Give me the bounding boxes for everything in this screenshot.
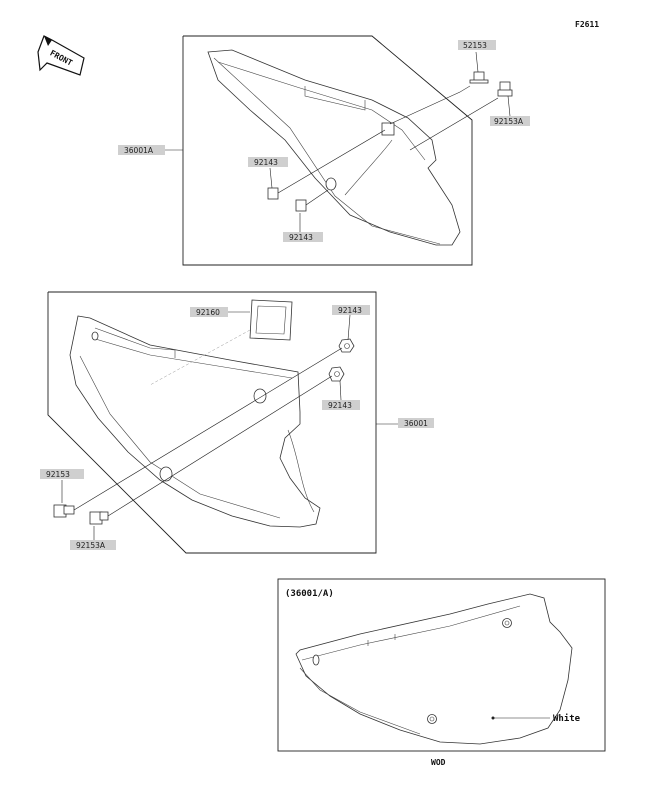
collar-92143-b [295, 199, 307, 212]
frame-36001 [47, 291, 377, 554]
label-92143-b: 92143 [289, 233, 313, 242]
label-92153: 92153 [46, 470, 70, 479]
label-box-92160 [190, 307, 228, 317]
side-cover-36001A [207, 49, 461, 246]
label-92143-a: 92143 [254, 158, 278, 167]
label-92143-c: 92143 [338, 306, 362, 315]
label-box-92143-b [283, 232, 323, 242]
label-box-92143-c [332, 305, 370, 315]
label-box-52153 [458, 40, 496, 50]
label-box-36001 [398, 418, 434, 428]
label-box-92143-a [248, 157, 288, 167]
label-52153: 52153 [463, 41, 487, 50]
label-36001A: 36001A [124, 146, 154, 155]
inset-caption: WOD [431, 758, 446, 767]
label-92153A-top: 92153A [494, 117, 524, 126]
label-36001: 36001 [404, 419, 428, 428]
collar-92143-d [328, 366, 345, 382]
label-box-92143-d [322, 400, 360, 410]
inset-callout-white: White [553, 713, 581, 724]
figure-code: F2611 [575, 20, 599, 29]
bolt-92153A-bot [89, 511, 109, 525]
frame-36001A [182, 35, 473, 266]
label-92153A-bot: 92153A [76, 541, 106, 550]
label-box-92153 [40, 469, 84, 479]
bolt-92153A-top [497, 81, 513, 97]
front-arrow-icon: FRONT [37, 35, 85, 76]
inset-header: (36001/A) [285, 589, 334, 599]
label-box-36001A [118, 145, 165, 155]
label-92160: 92160 [196, 308, 220, 317]
label-box-92153A-bot [70, 540, 116, 550]
collar-92143-c [338, 338, 355, 353]
bolt-52153 [459, 71, 489, 93]
side-cover-36001 [69, 315, 321, 528]
side-cover-white [295, 593, 573, 745]
bolt-92153 [53, 504, 75, 518]
collar-92143-a [267, 187, 279, 200]
decal-92160 [249, 299, 293, 341]
label-box-92153A-top [490, 116, 530, 126]
label-92143-d: 92143 [328, 401, 352, 410]
